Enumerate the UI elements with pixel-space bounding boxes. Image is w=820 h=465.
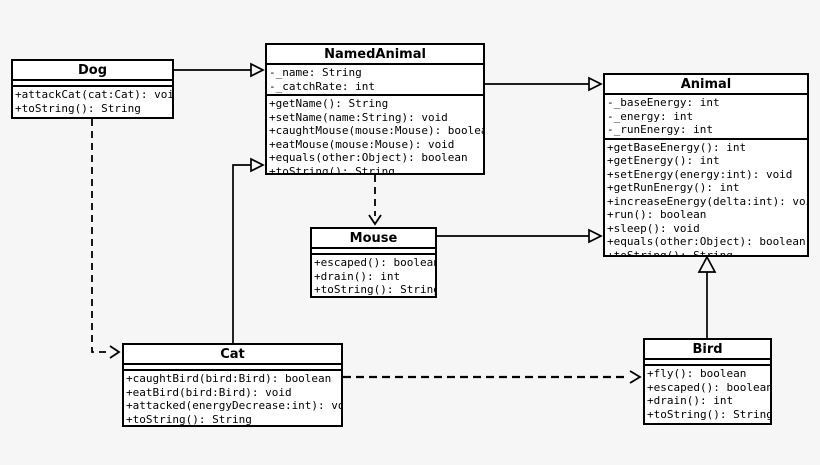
method: +escaped(): boolean <box>647 380 770 394</box>
method: +equals(other:Object): boolean <box>607 235 806 248</box>
method: +drain(): int <box>647 394 734 407</box>
attribute: -_name: String <box>269 66 362 79</box>
attributes-compartment-animal: -_baseEnergy: int -_energy: int -_runEne… <box>605 95 807 140</box>
method: +equals(other:Object): boolean <box>269 151 468 164</box>
method: +eatMouse(mouse:Mouse): void <box>269 137 455 151</box>
dependency-head-dog-to-cat <box>109 345 121 359</box>
method: +eatBird(bird:Bird): void <box>126 385 292 399</box>
method: +getEnergy(): int <box>607 154 720 167</box>
method: +drain(): int <box>314 269 401 283</box>
method: +getRunEnergy(): int <box>607 181 740 194</box>
method: +fly(): boolean <box>647 367 747 380</box>
inheritance-triangle-dog-to-namedanimal <box>250 62 265 78</box>
attribute: -_runEnergy: int <box>607 123 713 136</box>
method: +toString(): String <box>647 407 770 421</box>
method: +run(): boolean <box>607 208 707 221</box>
class-box-namedanimal: NamedAnimal -_name: String -_catchRate: … <box>265 43 485 175</box>
methods-compartment-bird: +fly(): boolean +escaped(): boolean +dra… <box>645 366 770 423</box>
inheritance-triangle-bird-to-animal <box>697 255 717 273</box>
attributes-compartment-namedanimal: -_name: String -_catchRate: int <box>267 65 483 96</box>
class-box-cat: Cat +caughtBird(bird:Bird): boolean +eat… <box>122 343 343 427</box>
class-name-animal: Animal <box>605 75 807 95</box>
attribute: -_catchRate: int <box>269 79 375 93</box>
attribute: -_baseEnergy: int <box>607 96 720 109</box>
class-box-animal: Animal -_baseEnergy: int -_energy: int -… <box>603 73 809 257</box>
method: +toString(): String <box>15 101 141 115</box>
method: +caughtBird(bird:Bird): boolean <box>126 372 332 385</box>
inheritance-triangle-namedanimal-to-animal <box>588 76 603 92</box>
method: +escaped(): boolean <box>314 256 435 269</box>
method: +increaseEnergy(delta:int): void <box>607 194 807 208</box>
class-name-mouse: Mouse <box>312 229 435 249</box>
class-name-dog: Dog <box>13 61 172 81</box>
dependency-head-namedanimal-to-mouse <box>368 214 382 226</box>
methods-compartment-cat: +caughtBird(bird:Bird): boolean +eatBird… <box>124 371 341 425</box>
class-box-bird: Bird +fly(): boolean +escaped(): boolean… <box>643 338 772 425</box>
methods-compartment-namedanimal: +getName(): String +setName(name:String)… <box>267 96 483 173</box>
methods-compartment-animal: +getBaseEnergy(): int +getEnergy(): int … <box>605 140 807 256</box>
class-name-namedanimal: NamedAnimal <box>267 45 483 65</box>
attributes-compartment-cat <box>124 365 341 371</box>
method: +sleep(): void <box>607 221 700 235</box>
method: +getName(): String <box>269 97 389 110</box>
methods-compartment-dog: +attackCat(cat:Cat): void +toString(): S… <box>13 87 172 117</box>
class-box-mouse: Mouse +escaped(): boolean +drain(): int … <box>310 227 437 298</box>
dependency-head-cat-to-bird <box>629 370 642 384</box>
method: +getBaseEnergy(): int <box>607 140 747 154</box>
class-name-cat: Cat <box>124 345 341 365</box>
method: +setName(name:String): void <box>269 110 448 124</box>
class-box-dog: Dog +attackCat(cat:Cat): void +toString(… <box>11 59 174 119</box>
method: +toString(): String <box>126 412 252 426</box>
inheritance-arrow-cat-to-namedanimal <box>232 164 251 343</box>
method: +toString(): String <box>607 248 733 256</box>
attributes-compartment-mouse <box>312 249 435 255</box>
methods-compartment-mouse: +escaped(): boolean +drain(): int +toStr… <box>312 255 435 296</box>
attributes-compartment-bird <box>645 360 770 366</box>
inheritance-triangle-mouse-to-animal <box>588 228 603 244</box>
class-name-bird: Bird <box>645 340 770 360</box>
method: +setEnergy(energy:int): void <box>607 167 793 181</box>
method: +toString(): String <box>269 164 395 174</box>
method: +toString(): String <box>314 283 435 296</box>
attributes-compartment-dog <box>13 81 172 87</box>
method: +caughtMouse(mouse:Mouse): boolean <box>269 124 483 137</box>
inheritance-triangle-cat-to-namedanimal <box>250 157 265 173</box>
method: +attackCat(cat:Cat): void <box>15 88 172 101</box>
dependency-arrow-dog-to-cat <box>91 119 109 353</box>
attribute: -_energy: int <box>607 109 694 123</box>
method: +attacked(energyDecrease:int): void <box>126 399 341 412</box>
